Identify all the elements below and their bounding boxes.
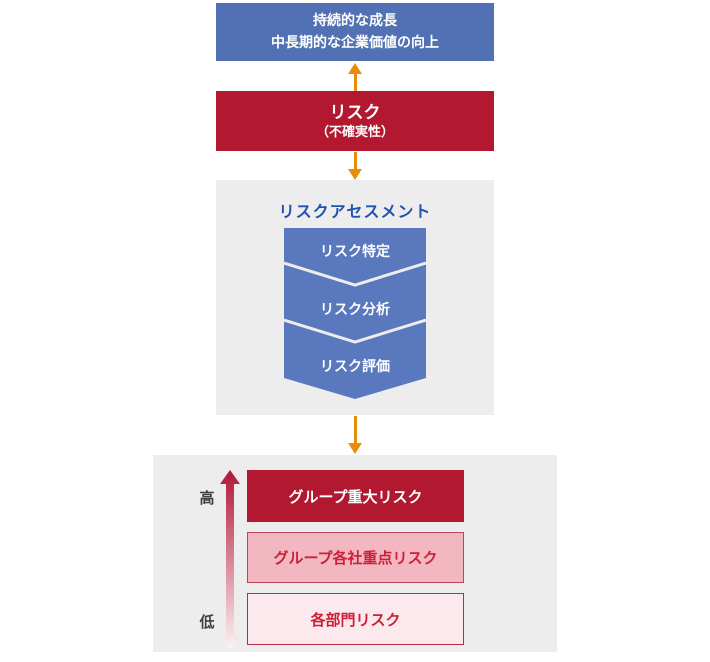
axis-label-high: 高	[199, 490, 215, 507]
chevron-shape-icon	[284, 228, 426, 399]
assessment-panel: リスクアセスメント リスク特定 リスク分析 リスク評価	[216, 180, 494, 415]
goal-line2: 中長期的な企業価値の向上	[271, 34, 439, 50]
arrow-down-icon	[348, 152, 362, 180]
assessment-title: リスクアセスメント	[278, 204, 432, 221]
axis-label-low: 低	[199, 614, 215, 631]
risk-box: リスク （不確実性）	[216, 91, 494, 151]
step-risk-identification: リスク特定	[320, 243, 390, 259]
goal-box: 持続的な成長 中長期的な企業価値の向上	[216, 3, 494, 61]
arrow-up-stem	[353, 74, 357, 91]
level-label: グループ各社重点リスク	[273, 550, 438, 567]
risk-levels-panel: 高 低 グループ重大リスク グループ各社重点リスク 各部門リスク	[153, 455, 557, 652]
high-low-gradient-arrow-icon	[220, 470, 240, 650]
arrow-up-icon	[348, 63, 362, 91]
arrow-down-stem	[353, 416, 357, 443]
level-group-critical-risk: グループ重大リスク	[247, 470, 464, 522]
level-group-company-priority-risk: グループ各社重点リスク	[247, 532, 464, 583]
goal-line1: 持続的な成長	[313, 12, 397, 29]
arrow-down-head	[348, 443, 362, 454]
arrow-down-head	[348, 169, 362, 180]
assessment-steps-chevron: リスク特定 リスク分析 リスク評価	[284, 228, 426, 399]
arrow-down-stem	[353, 152, 357, 169]
arrow-down-icon-2	[348, 416, 362, 454]
arrow-up-head	[348, 63, 362, 74]
risk-title: リスク	[329, 102, 381, 122]
level-label: グループ重大リスク	[288, 488, 423, 506]
level-label: 各部門リスク	[310, 611, 401, 629]
step-risk-analysis: リスク分析	[320, 301, 390, 317]
risk-subtitle: （不確実性）	[315, 123, 394, 139]
level-department-risk: 各部門リスク	[247, 593, 464, 645]
step-risk-evaluation: リスク評価	[320, 358, 390, 374]
